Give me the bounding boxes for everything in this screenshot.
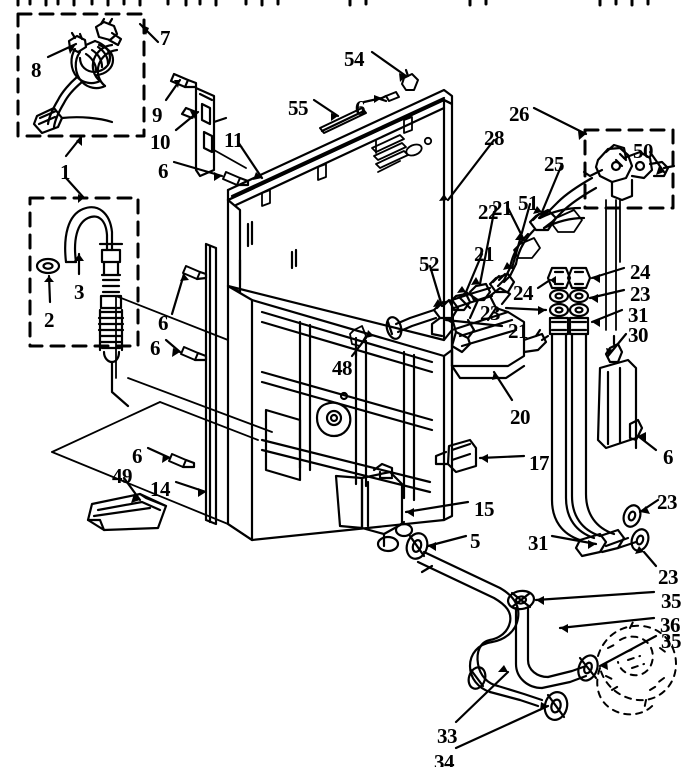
callout-14: 14 (150, 477, 171, 501)
phantom-pump-outline (596, 619, 677, 716)
callout-21-c: 21 (508, 319, 529, 343)
callout-28: 28 (484, 126, 505, 150)
leader-lines (46, 22, 666, 750)
fill-hose-pair (546, 266, 650, 558)
callout-9: 9 (152, 103, 163, 127)
callout-10: 10 (150, 130, 171, 154)
callout-31-b: 31 (528, 531, 549, 555)
callout-21-b: 21 (474, 242, 495, 266)
callout-3: 3 (74, 280, 85, 304)
callout-31-a: 31 (628, 303, 649, 327)
cropped-header-fragments (16, 0, 650, 7)
callout-25: 25 (544, 152, 565, 176)
callout-8: 8 (31, 58, 42, 82)
callout-15: 15 (474, 497, 495, 521)
callout-7: 7 (160, 26, 171, 50)
pump-motor-assembly (430, 286, 550, 380)
callout-23-c: 23 (657, 490, 678, 514)
callout-23-b: 23 (480, 301, 501, 325)
callout-36: 36 (660, 613, 681, 637)
callout-33: 33 (437, 724, 458, 748)
callout-48: 48 (332, 356, 353, 380)
callout-34: 34 (434, 750, 455, 767)
callout-6-lowleft: 6 (150, 336, 161, 360)
water-pump-assembly (334, 462, 429, 560)
callout-50: 50 (633, 139, 654, 163)
callout-6-right: 6 (663, 445, 674, 469)
leveling-foot-assembly (86, 492, 168, 532)
callout-6-panel: 6 (158, 159, 169, 183)
callout-22: 22 (478, 200, 499, 224)
callout-20: 20 (510, 405, 531, 429)
callout-24-a: 24 (630, 260, 651, 284)
drain-hose-assembly (35, 206, 130, 408)
callout-6-midleft: 6 (158, 311, 169, 335)
callout-51: 51 (518, 191, 539, 215)
callout-2: 2 (44, 308, 55, 332)
callout-23-d: 23 (658, 565, 679, 589)
callout-55: 55 (288, 96, 309, 120)
lower-drain-hose-assembly (416, 550, 599, 721)
power-cord-assembly (32, 17, 123, 135)
fill-hose-assembly (385, 176, 621, 354)
callout-6-foot: 6 (132, 444, 143, 468)
water-inlet-valve (582, 143, 676, 331)
callout-52: 52 (419, 252, 440, 276)
callout-49: 49 (112, 464, 133, 488)
callout-6-top: 6 (355, 96, 366, 120)
part-17-clip (434, 438, 478, 474)
lid-switch-assembly (169, 72, 247, 178)
callout-23-a: 23 (630, 282, 651, 306)
callout-54: 54 (344, 47, 365, 71)
callout-24-b: 24 (513, 281, 534, 305)
callout-21-a: 21 (492, 196, 513, 220)
leader-arrowheads (44, 24, 664, 711)
rear-panel-cabinet (51, 68, 454, 542)
callout-1-cord: 1 (60, 160, 71, 184)
callout-17: 17 (529, 451, 550, 475)
callout-26: 26 (509, 102, 530, 126)
callout-35-a: 35 (661, 589, 682, 613)
callout-11: 11 (224, 128, 243, 152)
callout-5: 5 (470, 529, 481, 553)
callout-30: 30 (628, 323, 649, 347)
callout-35-b: 35 (661, 629, 682, 653)
